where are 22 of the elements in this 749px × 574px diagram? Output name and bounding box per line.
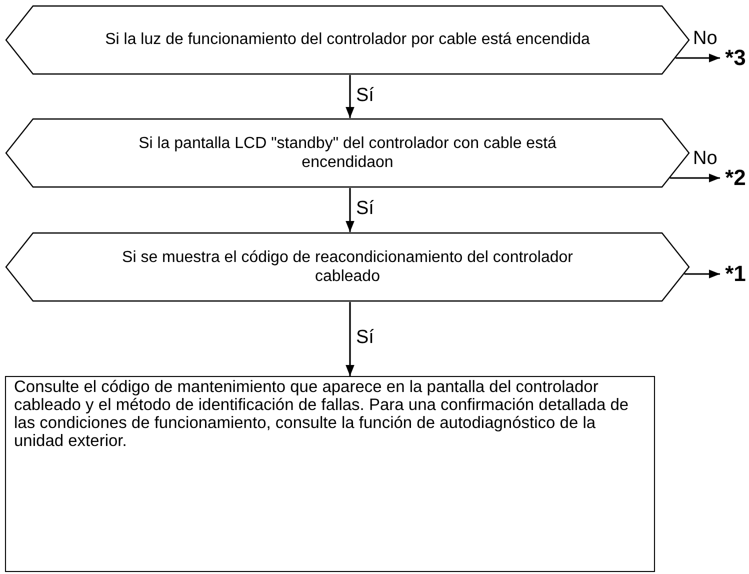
node-text: Si la pantalla LCD "standby" del controlador con cable está encendidaon — [138, 134, 558, 172]
arrow — [346, 302, 354, 376]
arrow — [346, 188, 354, 232]
arrow — [676, 54, 720, 62]
edge-label: No — [693, 148, 718, 170]
arrow — [670, 174, 720, 182]
edge-label: Sí — [356, 327, 374, 349]
result-box — [5, 376, 655, 572]
arrow — [684, 270, 720, 278]
edge-label: Sí — [356, 198, 374, 220]
node-text: Si se muestra el código de reacondicionamiento del controlador cableado — [121, 248, 574, 286]
node-text: Si la luz de funcionamiento del controlador por cable está encendida — [104, 30, 591, 50]
edge-label: Sí — [356, 84, 374, 106]
reference-number: *1 — [725, 261, 746, 287]
reference-number: *2 — [725, 165, 746, 191]
decision-hexagon — [5, 5, 690, 75]
decision-hexagon — [5, 232, 690, 302]
node-text: Consulte el código de mantenimiento que aparece en la pantalla del controlador cableado y el método de identificación de fallas. Para una confirmación detallada de las condiciones de funcionamiento, consulte la función de autodiagnóstico de la unidad exterior. — [14, 378, 629, 450]
decision-hexagon — [5, 118, 690, 188]
edge-label: No — [693, 28, 718, 50]
reference-number: *3 — [725, 45, 746, 71]
arrow — [346, 75, 354, 118]
